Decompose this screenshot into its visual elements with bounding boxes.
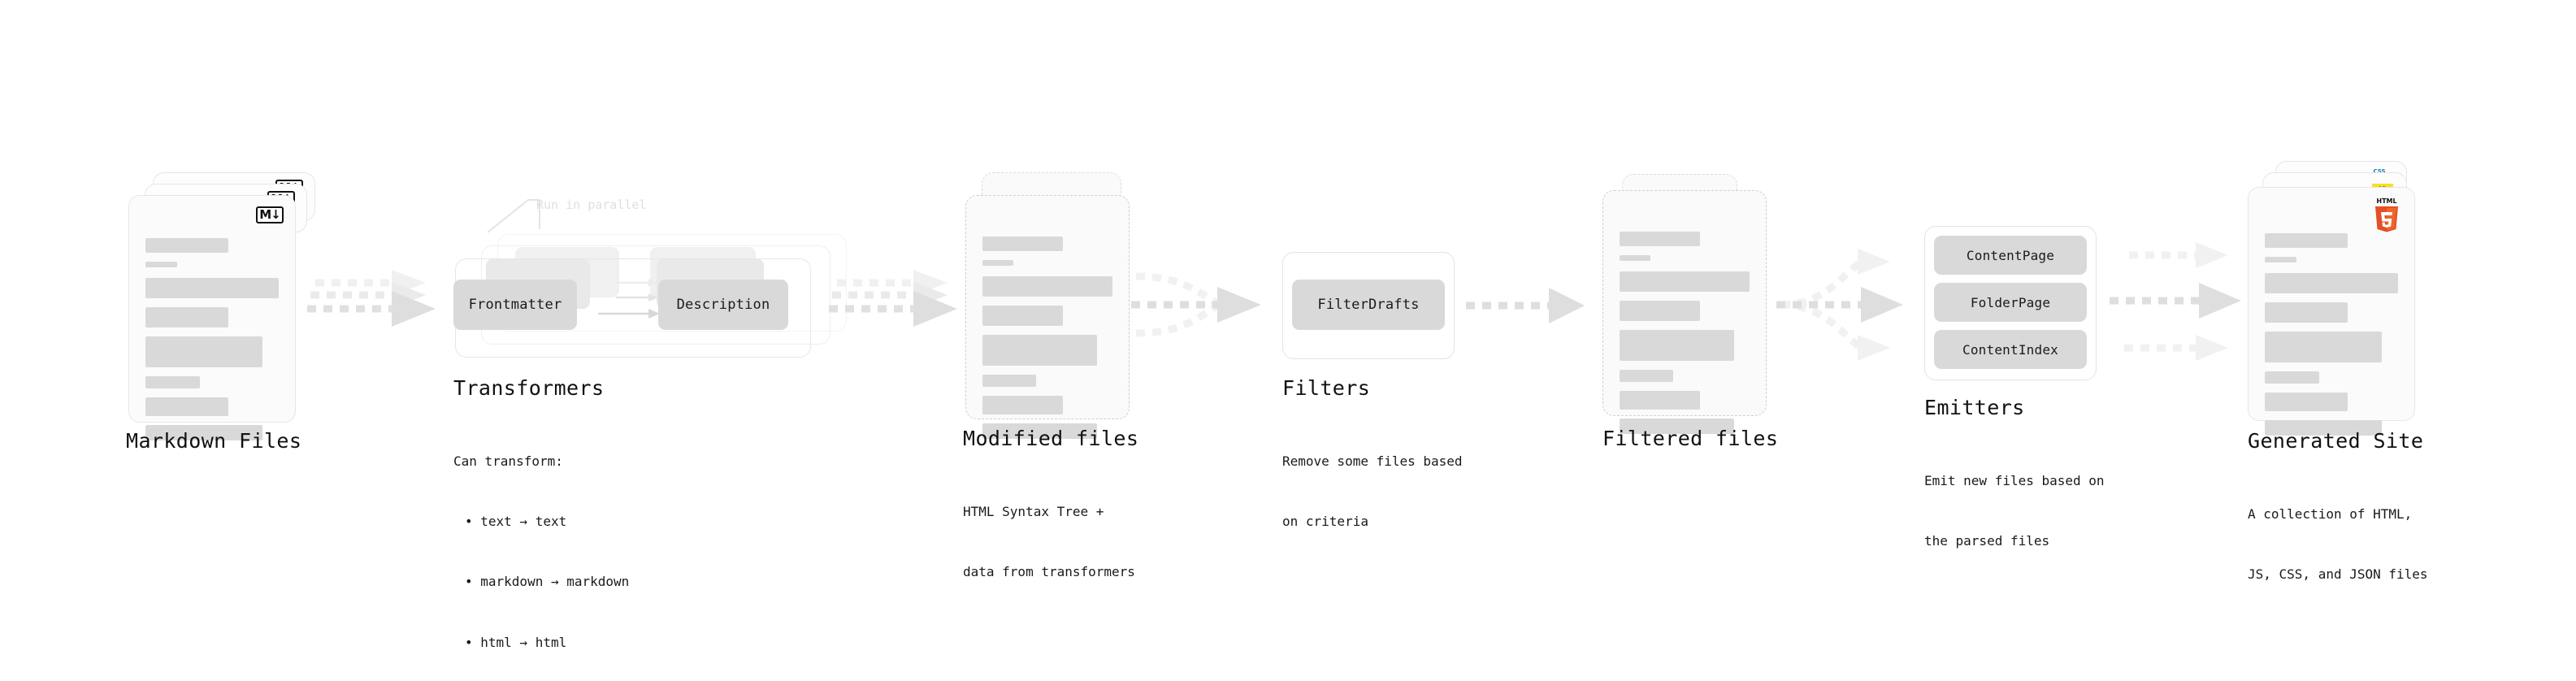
stage-title-modified-files: Modified files <box>963 427 1139 450</box>
arrow-filtered-to-emitters <box>1776 249 1903 361</box>
modified-file-card-front <box>965 195 1130 439</box>
markdown-badge-icon: M↓ <box>256 206 284 223</box>
arrow-filters-to-filtered <box>1466 288 1585 323</box>
transformer-chip-label: Description <box>676 297 770 313</box>
emitter-chip-label: ContentPage <box>1966 247 2055 263</box>
emitter-chip-label: ContentIndex <box>1962 341 2058 358</box>
generated-file-card-html: HTML <box>2248 187 2415 436</box>
emitter-chip-contentindex[interactable]: ContentIndex <box>1934 330 2087 369</box>
transformers-description: Can transform: • text → text • markdown … <box>453 411 629 681</box>
stage-title-markdown-files: Markdown Files <box>126 429 302 453</box>
transformer-chip-description[interactable]: Description <box>658 280 788 330</box>
filter-chip-label: FilterDrafts <box>1317 297 1420 313</box>
html5-badge-icon: HTML <box>2370 196 2403 233</box>
description-line: on criteria <box>1282 513 1368 529</box>
description-line: JS, CSS, and JSON files <box>2248 566 2428 582</box>
filtered-file-card-front <box>1602 190 1767 434</box>
stage-title-generated-site: Generated Site <box>2248 429 2424 453</box>
transformers-description-head: Can transform: <box>453 453 563 469</box>
transformers-bullet: • markdown → markdown <box>465 574 630 590</box>
modified-files-description: HTML Syntax Tree + data from transformer… <box>963 462 1135 622</box>
transformer-chip-frontmatter[interactable]: Frontmatter <box>453 280 577 330</box>
arrow-modified-to-filters <box>1131 272 1261 337</box>
generated-site-description: A collection of HTML, JS, CSS, and JSON … <box>2248 464 2428 625</box>
emitter-chip-contentpage[interactable]: ContentPage <box>1934 236 2087 275</box>
doc-skeleton-bars <box>982 236 1112 448</box>
emitter-chip-folderpage[interactable]: FolderPage <box>1934 283 2087 322</box>
description-line: data from transformers <box>963 563 1135 579</box>
run-in-parallel-label: Run in parallel <box>536 197 647 212</box>
doc-skeleton-bars <box>145 238 279 449</box>
transformers-bullet: • html → html <box>465 634 567 650</box>
arrow-emitters-to-site <box>2110 242 2241 361</box>
svg-text:HTML: HTML <box>2376 197 2396 205</box>
description-line: Emit new files based on <box>1924 472 2105 488</box>
emitters-description: Emit new files based on the parsed files <box>1924 431 2105 592</box>
stage-title-transformers: Transformers <box>453 376 605 400</box>
stage-title-emitters: Emitters <box>1924 396 2025 419</box>
description-line: Remove some files based <box>1282 453 1463 469</box>
filter-chip-filterdrafts[interactable]: FilterDrafts <box>1292 280 1445 330</box>
arrow-markdown-to-transformers <box>307 270 436 327</box>
filters-description: Remove some files based on criteria <box>1282 411 1463 572</box>
description-line: A collection of HTML, <box>2248 505 2413 522</box>
arrow-transformers-to-modified <box>829 270 957 327</box>
doc-skeleton-bars <box>2265 233 2398 445</box>
run-in-parallel-bracket-icon <box>487 199 540 233</box>
emitter-chip-label: FolderPage <box>1970 294 2051 310</box>
description-line: HTML Syntax Tree + <box>963 503 1104 519</box>
doc-skeleton-bars <box>1620 232 1750 443</box>
description-line: the parsed files <box>1924 532 2050 549</box>
markdown-file-card-front: M↓ <box>128 195 296 440</box>
transformers-bullet: • text → text <box>465 513 567 529</box>
transformer-internal-arrows <box>598 279 660 319</box>
transformer-chip-label: Frontmatter <box>468 297 562 313</box>
stage-title-filters: Filters <box>1282 376 1371 400</box>
stage-title-filtered-files: Filtered files <box>1602 427 1779 450</box>
